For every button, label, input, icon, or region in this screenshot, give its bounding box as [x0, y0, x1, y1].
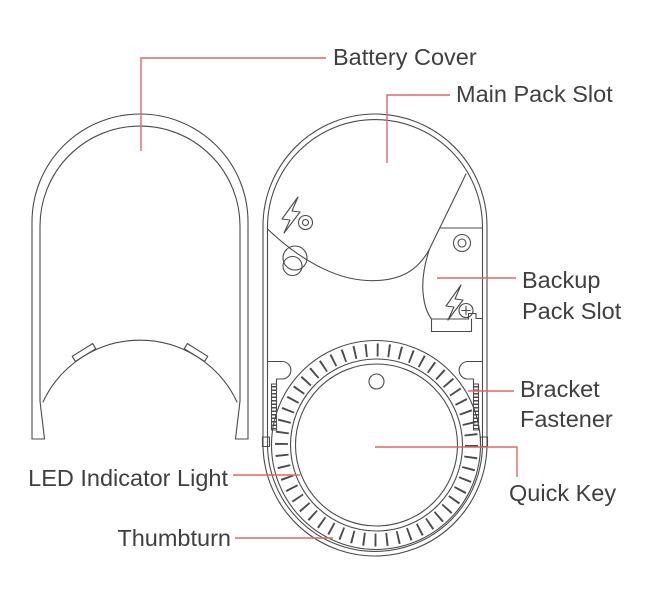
battery-cover-inner-outline — [39, 125, 241, 402]
plus-sign — [461, 305, 471, 316]
bolt-shape — [445, 284, 464, 321]
body-inner-outline — [266, 118, 484, 553]
label-battery-cover: Battery Cover — [333, 44, 477, 70]
lightning-bolt-plus-icon — [445, 284, 474, 321]
label-backup-pack-slot-line1: Backup — [522, 267, 600, 293]
label-quick-key: Quick Key — [509, 480, 616, 506]
thumbturn-assembly — [270, 339, 482, 551]
screw-inner — [457, 238, 467, 248]
label-backup-pack-slot-line2: Pack Slot — [522, 298, 622, 324]
thumbturn-knob-outer — [289, 358, 464, 532]
leader-battery-cover — [140, 57, 326, 151]
leader-lines — [140, 57, 518, 539]
battery-cover-foot-edges — [39, 400, 241, 440]
fastener-notch — [261, 436, 271, 448]
bolt-shape — [281, 196, 301, 234]
body-outer-outline — [262, 113, 488, 557]
thumbturn-knurl-ticks — [275, 343, 478, 547]
label-bracket-fastener-line2: Fastener — [520, 406, 613, 432]
label-bracket-fastener-line1: Bracket — [520, 376, 600, 402]
leader-quick-key — [375, 446, 518, 477]
bracket-fastener-right — [458, 360, 489, 448]
bolt-ring-inner — [301, 218, 310, 227]
quick-key-hole — [368, 373, 385, 390]
lock-body — [261, 113, 489, 557]
fastener-hook — [458, 360, 484, 386]
battery-cover-dome-arch — [42, 339, 238, 403]
backup-pack-tab — [430, 318, 473, 333]
battery-cover-right-tab — [183, 343, 209, 362]
label-thumbturn: Thumbturn — [117, 525, 231, 551]
bolt-ring-outer — [297, 214, 314, 231]
cylinder-top — [282, 245, 308, 271]
battery-cover-outer-outline — [31, 113, 249, 440]
plus-circle — [458, 302, 474, 319]
lightning-bolt-icon — [281, 196, 314, 234]
main-pack-slot-flap — [266, 173, 467, 282]
label-main-pack-slot: Main Pack Slot — [456, 81, 613, 107]
thumbturn-knob-inner — [294, 363, 459, 527]
labels: Battery Cover Main Pack Slot Backup Pack… — [28, 44, 622, 551]
backup-pack-pocket — [422, 248, 484, 320]
screw-head-icon — [452, 233, 472, 253]
thumbturn-ring-outer — [270, 339, 482, 551]
leader-main-pack-slot — [386, 94, 450, 163]
fastener-hook — [266, 360, 292, 386]
cylinder-base — [282, 255, 303, 277]
screw-outer — [452, 233, 472, 253]
battery-cover — [31, 113, 249, 440]
cylinder-post — [282, 245, 308, 277]
label-led-indicator-light: LED Indicator Light — [28, 465, 228, 491]
battery-cover-left-tab — [71, 343, 97, 362]
bracket-fastener-left — [261, 360, 292, 448]
